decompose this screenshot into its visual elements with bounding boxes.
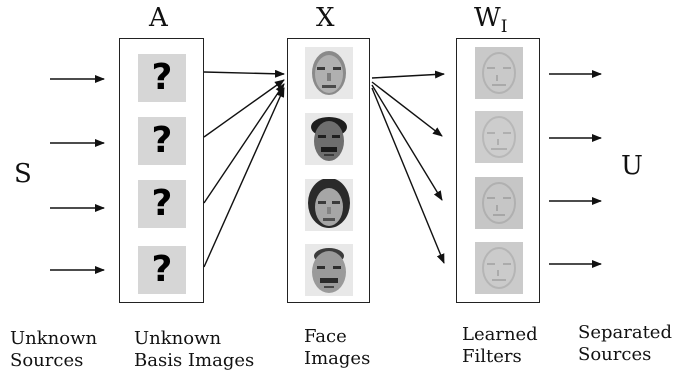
basis-image-2: ? xyxy=(138,117,186,165)
unmix-arrow-3 xyxy=(371,84,443,201)
basis-image-3: ? xyxy=(138,180,186,228)
matrix-x-label: X xyxy=(316,3,335,33)
mix-arrow-2 xyxy=(203,79,285,138)
caption-line: Basis Images xyxy=(134,350,255,371)
caption-learned-filters: Learned Filters xyxy=(462,324,538,368)
unmix-arrow-2 xyxy=(371,81,443,137)
caption-line: Unknown xyxy=(10,328,98,349)
caption-line: Sources xyxy=(10,350,84,371)
mix-arrow-4 xyxy=(203,87,285,268)
matrix-w-letter: W xyxy=(474,3,501,33)
caption-line: Unknown xyxy=(134,328,222,349)
caption-unknown-sources: Unknown Sources xyxy=(10,328,97,372)
basis-image-1: ? xyxy=(138,54,186,102)
caption-line: Separated xyxy=(578,322,672,343)
caption-face-images: Face Images xyxy=(304,326,370,370)
face-panel xyxy=(287,38,370,303)
face-photo-3 xyxy=(305,179,353,231)
unmix-arrow-4 xyxy=(371,87,445,264)
unmix-arrow-1 xyxy=(371,70,445,79)
learned-filter-2 xyxy=(475,111,523,163)
basis-image-4: ? xyxy=(138,246,186,294)
output-u-label: U xyxy=(621,151,643,181)
matrix-w-subscript: I xyxy=(500,17,508,37)
matrix-w-label: WI xyxy=(474,3,508,37)
mix-arrow-1 xyxy=(203,69,285,78)
basis-panel: ? ? ? ? xyxy=(119,38,204,303)
caption-line: Learned xyxy=(462,324,538,345)
face-photo-1 xyxy=(305,47,353,99)
face-photo-4 xyxy=(305,244,353,296)
matrix-a-label: A xyxy=(149,3,168,33)
caption-unknown-basis: Unknown Basis Images xyxy=(134,328,254,372)
learned-filter-4 xyxy=(475,242,523,294)
caption-line: Face xyxy=(304,326,347,347)
mix-arrow-3 xyxy=(203,83,285,204)
learned-filter-3 xyxy=(475,177,523,229)
filter-panel xyxy=(456,38,540,303)
face-photo-2 xyxy=(305,113,353,165)
caption-line: Filters xyxy=(462,346,522,367)
caption-separated-sources: Separated Sources xyxy=(578,322,672,366)
learned-filter-1 xyxy=(475,47,523,99)
caption-line: Images xyxy=(304,348,371,369)
caption-line: Sources xyxy=(578,344,652,365)
source-s-label: S xyxy=(14,159,32,189)
